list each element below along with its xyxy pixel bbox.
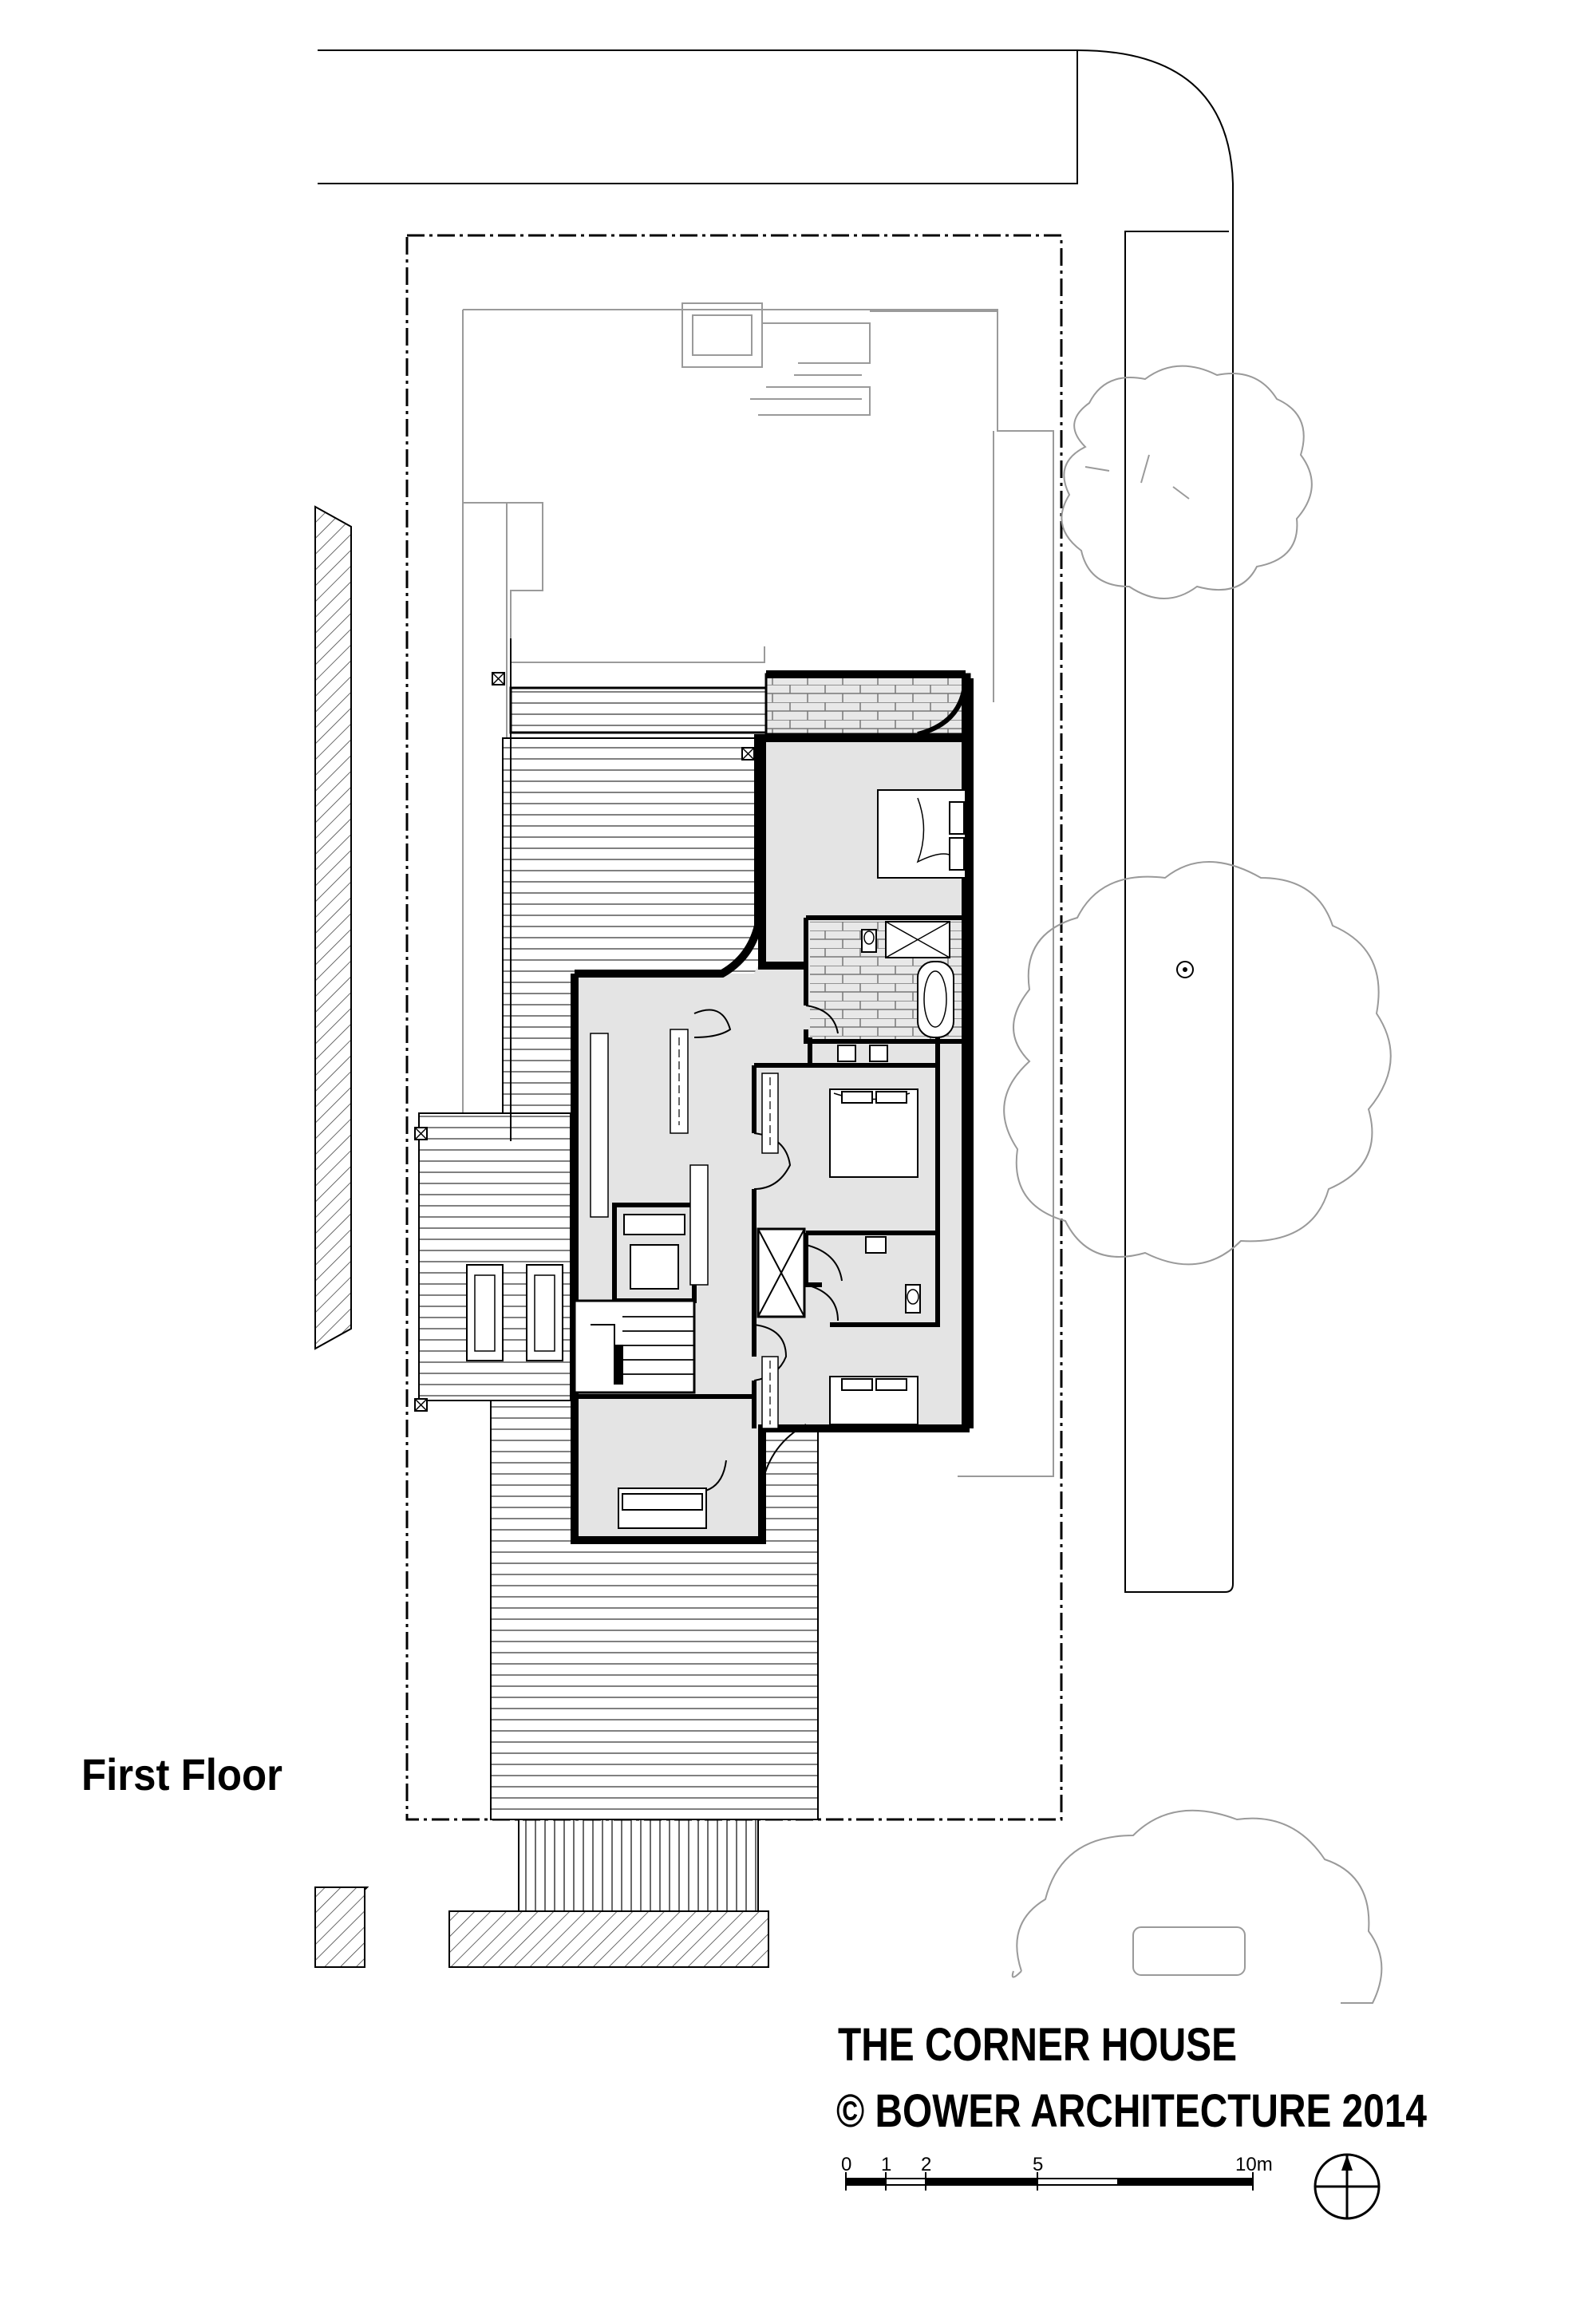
scale-tick-10: 10m bbox=[1235, 2154, 1273, 2175]
external-walls bbox=[571, 670, 970, 1544]
toilet-icon bbox=[905, 1284, 921, 1314]
bed-icon bbox=[829, 1088, 918, 1178]
tree-canopy-icon bbox=[1061, 365, 1313, 599]
balcony-decks bbox=[414, 638, 971, 1820]
internal-walls bbox=[573, 915, 966, 1428]
neighbour-buildings bbox=[314, 505, 769, 1968]
scale-tick-1: 1 bbox=[881, 2154, 891, 2175]
street-tree-pit-icon bbox=[1176, 961, 1194, 978]
site-boundary bbox=[405, 234, 1063, 1821]
floor-label: First Floor bbox=[81, 1749, 282, 1800]
shower-icon bbox=[885, 921, 950, 958]
built-in-joinery bbox=[590, 678, 974, 1429]
bathtub-icon bbox=[917, 961, 954, 1038]
project-title: THE CORNER HOUSE bbox=[838, 2019, 1237, 2071]
toilet-icon bbox=[861, 929, 877, 953]
scale-tick-2: 2 bbox=[921, 2154, 931, 2175]
street-context bbox=[318, 49, 1234, 1593]
copyright-line: © BOWER ARCHITECTURE 2014 bbox=[836, 2085, 1427, 2137]
scale-tick-0: 0 bbox=[841, 2154, 851, 2175]
tree-canopy-icon bbox=[1003, 861, 1392, 1266]
basin-icon bbox=[837, 1045, 888, 1254]
tree-canopy-icon bbox=[1011, 1809, 1383, 2004]
north-arrow-icon bbox=[1314, 2153, 1381, 2220]
scale-bar: 0 1 2 5 10m bbox=[841, 2154, 1273, 2191]
scale-tick-5: 5 bbox=[1033, 2154, 1043, 2175]
sofa-icon bbox=[618, 1487, 707, 1529]
bed-icon bbox=[877, 789, 966, 879]
bed-icon bbox=[829, 1376, 918, 1425]
